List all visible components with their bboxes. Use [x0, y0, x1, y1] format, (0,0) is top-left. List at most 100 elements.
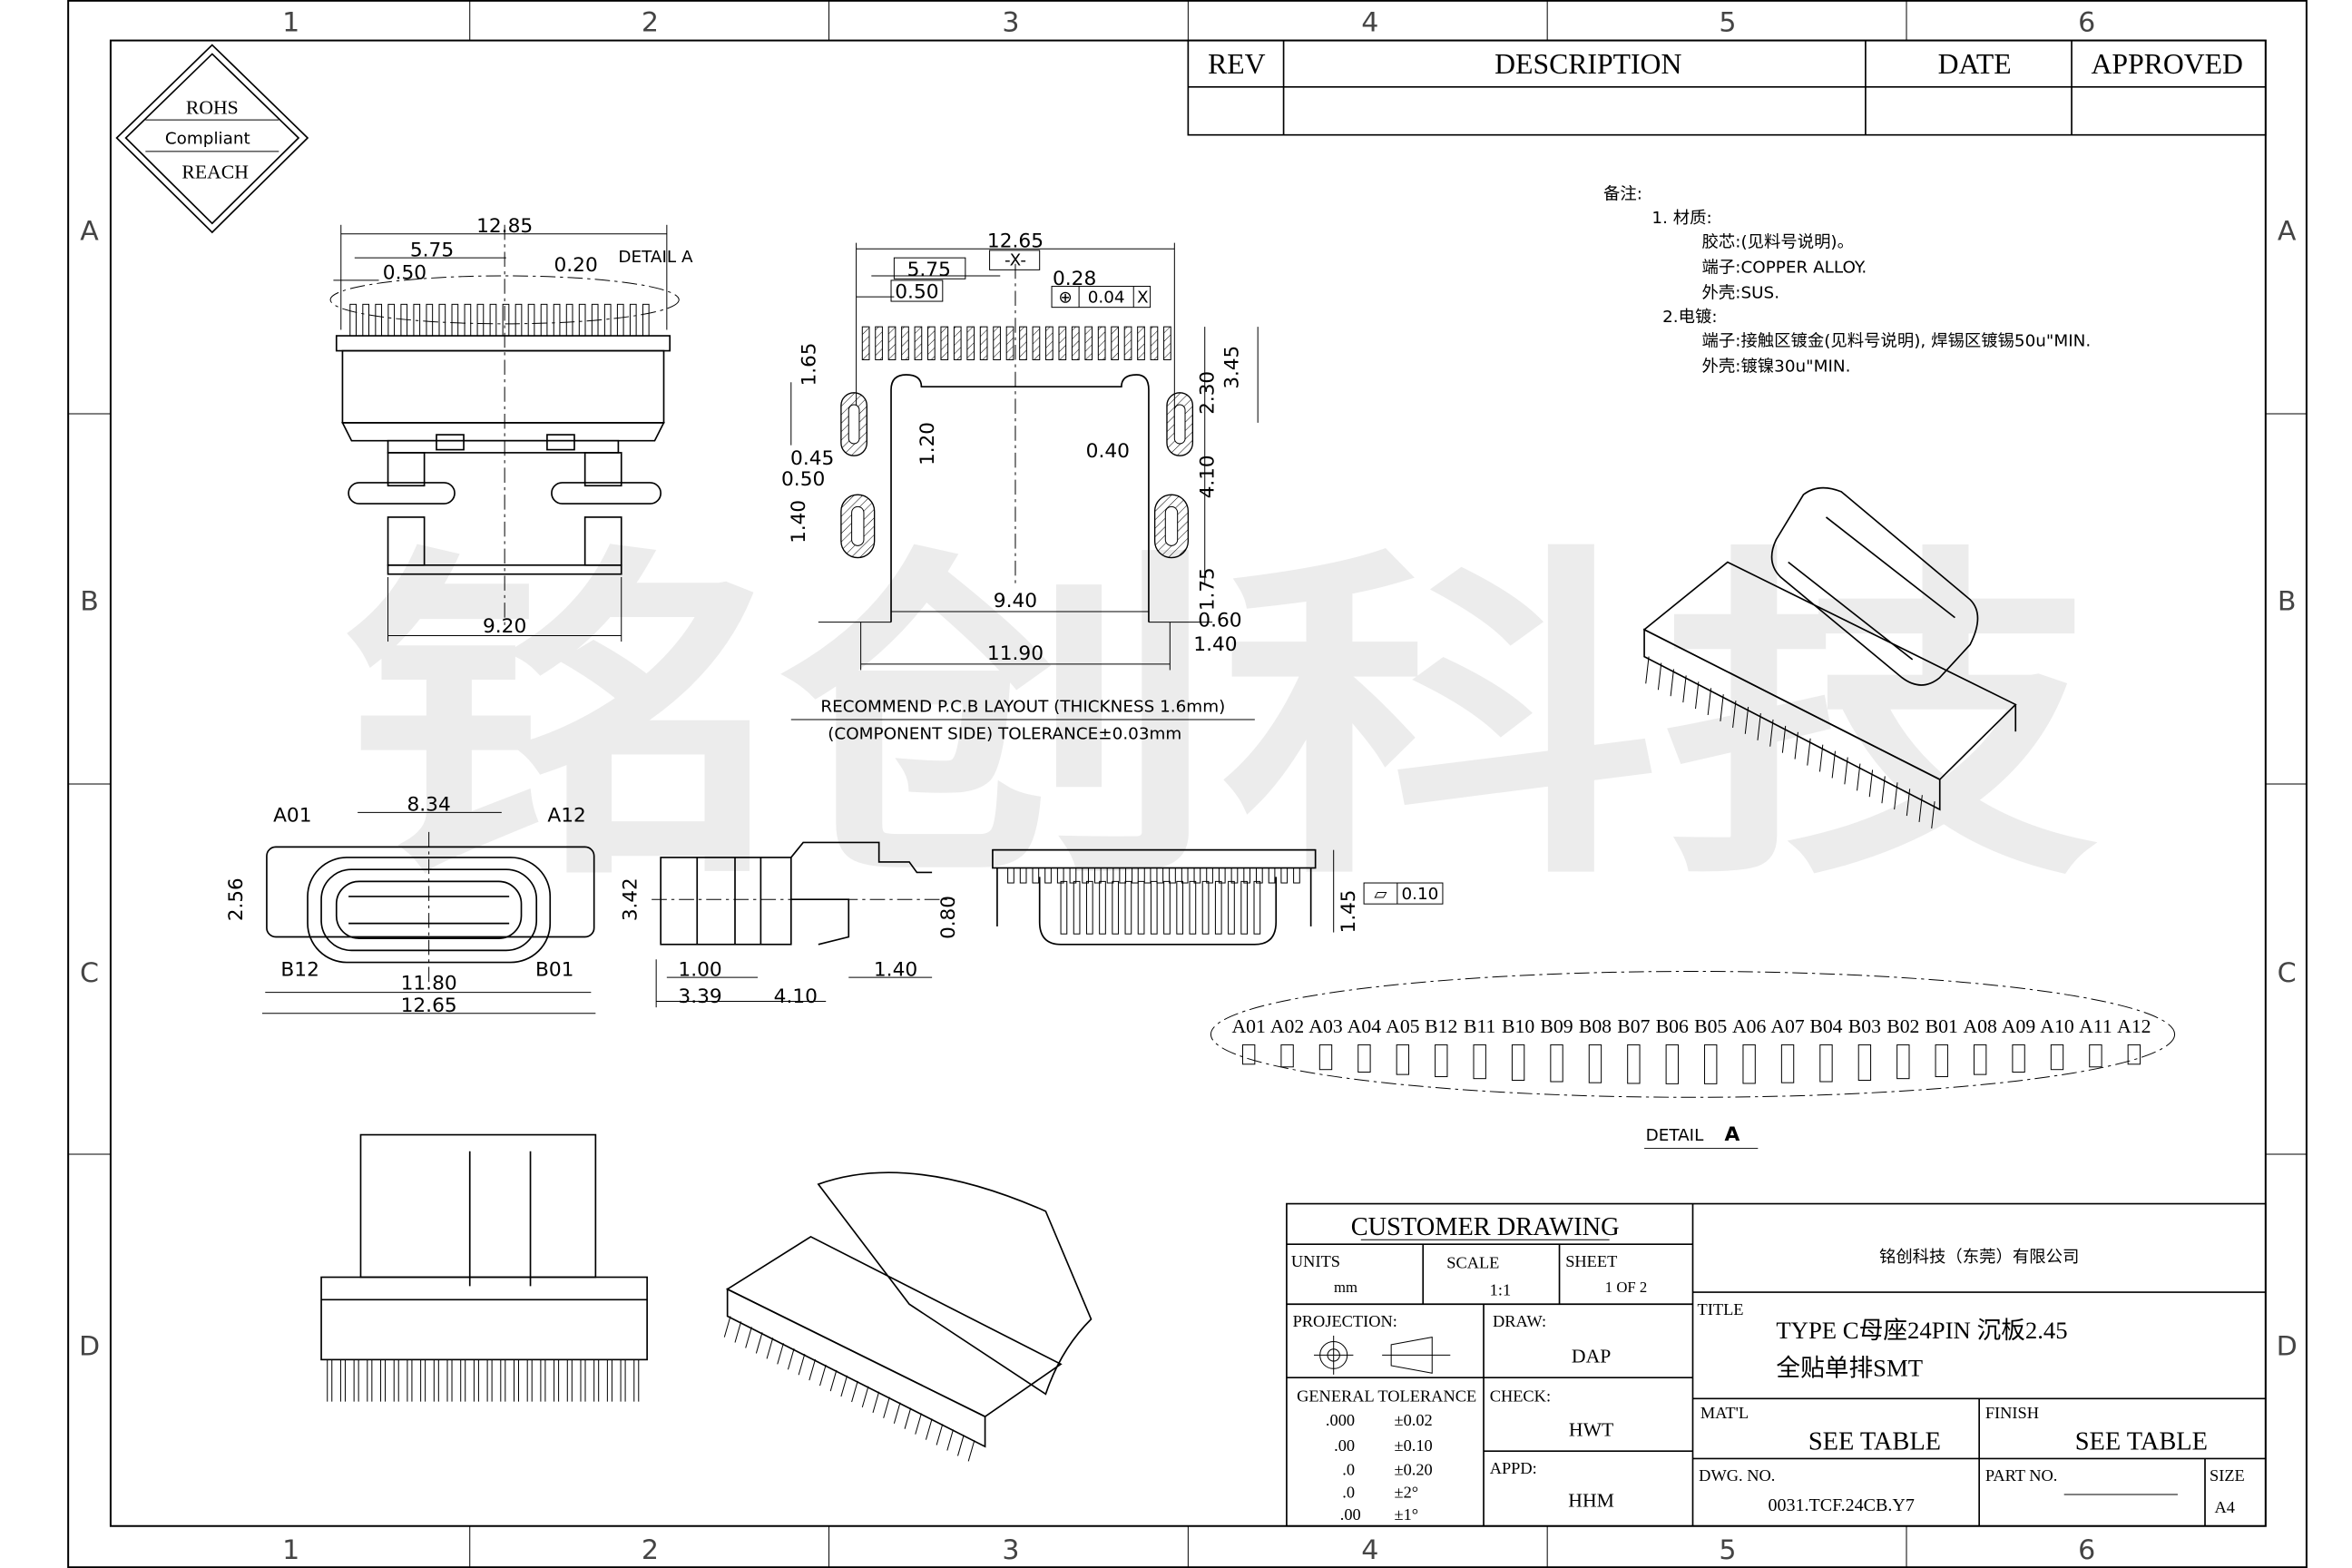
pin-lead [553, 303, 561, 337]
svg-text:端子:接触区镀金(见料号说明), 焊锡区镀锡50u"MIN.: 端子:接触区镀金(见料号说明), 焊锡区镀锡50u"MIN. [1702, 332, 2092, 351]
pin-lead [967, 1440, 975, 1462]
datum-x: -X- [1004, 250, 1026, 270]
detail-a-label: DETAIL [1646, 1126, 1705, 1145]
units-value: mm [1334, 1279, 1357, 1296]
svg-text:0.04: 0.04 [1088, 289, 1125, 308]
revision-table: REV DESCRIPTION DATE APPROVED [1187, 39, 2267, 136]
detail-pin [1819, 1044, 1833, 1083]
detail-pin [2127, 1044, 2141, 1065]
part-no-label: PART NO. [1985, 1466, 2058, 1485]
svg-text:备注:: 备注: [1603, 185, 1642, 204]
pcb-pad [887, 326, 897, 360]
detail-pin-label-a01: A01 [1231, 1015, 1265, 1037]
pin-lead [476, 303, 485, 337]
dim-0-50: 0.50 [781, 468, 825, 491]
svg-text:外壳:SUS.: 外壳:SUS. [1702, 284, 1780, 303]
matl-label: MAT'L [1700, 1404, 1749, 1422]
pin-lead [1744, 707, 1749, 734]
pcb-layout-view: ⊕ 0.04 X 12.65 -X- 5.75 0.50 0 [781, 230, 1259, 743]
pcb-pad [1032, 326, 1041, 360]
svg-text:.0: .0 [1342, 1483, 1355, 1501]
detail-pin [1396, 1044, 1410, 1075]
pcb-pad [861, 326, 870, 360]
pin-lead [1256, 867, 1263, 884]
pin-lead [1807, 738, 1811, 766]
pin-lead [1657, 662, 1662, 691]
pin-lead [1720, 694, 1724, 722]
detail-pin-label-b12: B12 [1425, 1015, 1457, 1037]
projection-label: PROJECTION: [1293, 1312, 1397, 1330]
zone-col-bottom-3: 3 [1002, 1534, 1019, 1566]
sheet-label: SHEET [1565, 1252, 1617, 1270]
contact [1163, 880, 1171, 935]
contact [1137, 880, 1145, 935]
svg-text:.0: .0 [1342, 1461, 1355, 1479]
dim-1-40-left: 1.40 [788, 500, 810, 544]
detail-pin-label-a07: A07 [1770, 1015, 1805, 1037]
svg-text:端子:COPPER ALLOY.: 端子:COPPER ALLOY. [1702, 259, 1867, 278]
detail-pin-label-b11: B11 [1464, 1015, 1495, 1037]
pin-lead [603, 303, 612, 337]
svg-text:外壳:镀镍30u"MIN.: 外壳:镀镍30u"MIN. [1702, 358, 1851, 377]
detail-pin [2012, 1044, 2025, 1073]
pcb-pad [1123, 326, 1132, 360]
general-tolerance-label: GENERAL TOLERANCE [1297, 1387, 1476, 1406]
pin-lead [925, 1418, 933, 1440]
svg-text:.000: .000 [1326, 1411, 1355, 1429]
matl-value: SEE TABLE [1808, 1428, 1941, 1456]
detail-pin-label-b07: B07 [1617, 1015, 1650, 1037]
detail-pin [1627, 1044, 1641, 1084]
detail-pin [1857, 1044, 1872, 1081]
dim-1-40-right: 1.40 [1193, 633, 1237, 656]
detail-a-callout: DETAIL A [618, 248, 693, 267]
pin-label-a12: A12 [547, 804, 585, 827]
pin-lead [1106, 867, 1114, 884]
draw-label: DRAW: [1493, 1312, 1546, 1330]
title-line1: TYPE C母座24PIN 沉板2.45 [1776, 1317, 2067, 1344]
isometric-view-top-right [1642, 486, 2017, 828]
svg-text:±0.02: ±0.02 [1394, 1411, 1432, 1429]
detail-pin [1780, 1044, 1795, 1083]
pcb-pad [1005, 326, 1014, 360]
zone-row-left-a: A [80, 215, 99, 247]
dim-pcb-half: 5.75 [907, 259, 951, 281]
svg-text:REACH: REACH [181, 162, 249, 183]
pin-lead [438, 303, 446, 337]
svg-text:胶芯:(见料号说明)。: 胶芯:(见料号说明)。 [1702, 233, 1854, 252]
pin-lead [861, 1386, 869, 1408]
pin-lead [1169, 867, 1176, 884]
pin-lead [349, 303, 357, 337]
pin-lead [840, 1375, 848, 1397]
notes: 备注: 1. 材质: 胶芯:(见料号说明)。 端子:COPPER ALLOY. … [1603, 185, 2091, 377]
dim-3-39: 3.39 [678, 985, 721, 1008]
detail-pin-label-b08: B08 [1579, 1015, 1612, 1037]
pin-lead [755, 1332, 763, 1354]
zone-row-right-c: C [2278, 957, 2297, 989]
pin-lead [578, 303, 586, 337]
dim-1-65: 1.65 [798, 343, 820, 387]
pcb-pad [1097, 326, 1106, 360]
dwg-no-label: DWG. NO. [1699, 1466, 1775, 1485]
pcb-pad [927, 326, 936, 360]
pin-lead [1156, 867, 1164, 884]
pin-lead [957, 1435, 965, 1456]
pcb-pad [1019, 326, 1027, 360]
pcb-pad [1163, 326, 1171, 360]
pin-lead [1844, 757, 1848, 785]
dim-0-45: 0.45 [790, 447, 834, 470]
appd-label: APPD: [1490, 1459, 1537, 1477]
rev-header: REV [1208, 48, 1266, 80]
pcb-pad [1045, 326, 1054, 360]
side-view: 3.42 0.80 1.00 1.40 3.39 4.10 [619, 841, 960, 1008]
date-header: DATE [1938, 48, 2012, 80]
pin-lead [1268, 867, 1276, 884]
pin-lead [1881, 776, 1886, 804]
flatness-value: 0.10 [1401, 885, 1438, 904]
zone-labels: 1 2 3 4 5 6 1 2 3 4 5 6 A B C D A B C D [79, 7, 2298, 1566]
contact [1060, 880, 1068, 935]
pin-lead [1019, 867, 1027, 884]
pin-lead [1682, 675, 1687, 703]
pcb-pad [966, 326, 975, 360]
pin-lead [1093, 867, 1102, 884]
dim-3-42: 3.42 [619, 877, 642, 921]
